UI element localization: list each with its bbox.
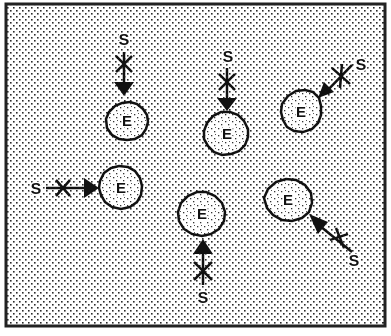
substrate-cross [334, 227, 346, 249]
substrate-cross [55, 179, 71, 197]
enzyme-unit-bottom-right: E S [262, 177, 361, 272]
binding-arrowhead [84, 178, 99, 198]
enzyme-cell [279, 88, 323, 134]
enzyme-unit-middle-left: E S [29, 164, 144, 211]
substrate-cross [338, 63, 344, 89]
substrate-cross [193, 261, 213, 281]
enzyme-cell [176, 190, 227, 238]
substrate-label: S [31, 181, 42, 198]
substrate-label: S [198, 290, 209, 307]
enzyme-cell [202, 110, 250, 157]
enzyme-cell [97, 164, 144, 211]
enzyme-label: E [283, 192, 293, 209]
substrate-label: S [223, 49, 234, 66]
dotted-field [4, 2, 387, 328]
binding-arrowhead [318, 82, 334, 98]
substrate-label: S [119, 32, 130, 49]
enzyme-unit-top-right: E S [279, 56, 368, 134]
enzyme-label: E [197, 206, 207, 223]
enzyme-label: E [116, 180, 126, 197]
enzyme-label: E [296, 104, 306, 121]
enzyme-cell [104, 100, 150, 142]
enzyme-label: E [222, 126, 232, 143]
binding-arrowhead [114, 82, 134, 96]
enzyme-cell [262, 177, 314, 223]
enzyme-unit-top-left: E S [104, 31, 150, 142]
substrate-label: S [349, 253, 360, 270]
substrate-cross [115, 55, 133, 73]
binding-arrowhead [309, 214, 328, 234]
substrate-label: S [356, 57, 367, 74]
binding-arrowhead [217, 98, 237, 111]
enzyme-unit-bottom-center: E S [176, 190, 227, 309]
enzyme-label: E [122, 113, 132, 130]
substrate-cross [218, 73, 236, 91]
enzyme-unit-top-center: E S [202, 48, 250, 157]
binding-arrowhead [193, 239, 213, 254]
